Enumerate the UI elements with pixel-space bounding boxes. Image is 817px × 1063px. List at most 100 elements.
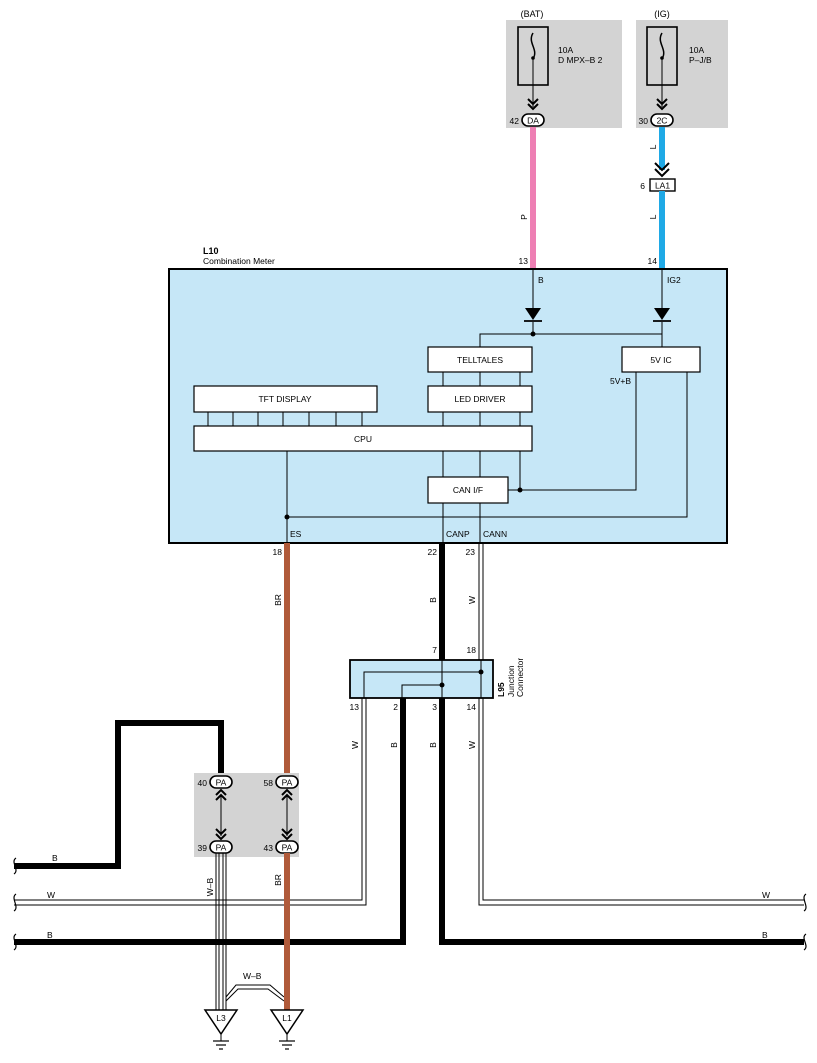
- ground-l1: L1: [269, 1009, 305, 1050]
- block-led-driver: [427, 385, 533, 413]
- meter-id: L10: [203, 246, 219, 256]
- ground-l3-triangle-icon: [203, 1009, 239, 1036]
- connector-pa-58-pin: 58: [264, 778, 274, 788]
- ground-l3: L3: [203, 1009, 239, 1050]
- fuse-box-ig: (IG) 10A P–J/B 2C 30: [636, 9, 728, 128]
- block-cpu: [193, 425, 533, 452]
- block-telltales: [427, 346, 533, 373]
- block-can-if-label: CAN I/F: [453, 485, 483, 495]
- diode-ig2-icon: [653, 308, 671, 322]
- wire-label-b-l95-2: B: [389, 742, 399, 748]
- wire-white-black-jumper: [225, 984, 285, 1002]
- junction-dot: [284, 514, 290, 520]
- wire-label-br-lower: BR: [273, 874, 283, 886]
- l95-id: L95: [496, 682, 506, 697]
- l95-pin-18: 18: [467, 645, 477, 655]
- connector-da: [521, 113, 545, 127]
- l95-pin-14: 14: [467, 702, 477, 712]
- block-tft-display-label: TFT DISPLAY: [258, 394, 311, 404]
- la1-arrow-icon: [654, 162, 670, 178]
- wire-black-l95-3: [439, 698, 804, 945]
- wire-label-w-l95-14: W: [467, 741, 477, 749]
- fuse-ig-header: (IG): [654, 9, 670, 19]
- connector-pa-43-label: PA: [282, 843, 293, 853]
- connector-pa-40-label: PA: [216, 778, 227, 788]
- wire-black-l95-2: [14, 698, 406, 945]
- meter-label-cann: CANN: [483, 529, 507, 539]
- l95-name-line1: Junction: [506, 665, 516, 697]
- junction-dot: [530, 331, 536, 337]
- meter-label-canp: CANP: [446, 529, 470, 539]
- wire-label-p: P: [519, 214, 529, 220]
- fuse-ig-dot: [660, 56, 664, 60]
- wire-break-marks: [13, 857, 807, 951]
- connector-pa-40-pin: 40: [198, 778, 208, 788]
- block-can-if: [427, 476, 509, 504]
- fuse-bat-header: (BAT): [521, 9, 544, 19]
- wire-label-br-upper: BR: [273, 594, 283, 606]
- junction-dot: [478, 669, 484, 675]
- block-5v-ic: [621, 346, 701, 373]
- wire-label-b-left-loop: B: [52, 853, 58, 863]
- wire-label-wb-vertical: W–B: [205, 877, 215, 896]
- block-led-driver-label: LED DRIVER: [454, 394, 505, 404]
- meter-pin-canp: 22: [428, 547, 438, 557]
- connector-pa-58-label: PA: [282, 778, 293, 788]
- l95-internal-wiring: [363, 660, 482, 698]
- meter-pin-b: 13: [519, 256, 529, 266]
- l95-pin-2: 2: [393, 702, 398, 712]
- wire-label-b-bus-right: B: [762, 930, 768, 940]
- meter-name: Combination Meter: [203, 256, 275, 266]
- l95-pin-3: 3: [432, 702, 437, 712]
- wire-label-l-upper: L: [648, 144, 658, 149]
- connector-pa-43-pin: 43: [264, 843, 274, 853]
- fuse-ig-amps: 10A: [689, 45, 704, 55]
- connector-2c: [650, 113, 674, 127]
- junction-connector-l95: [349, 659, 494, 699]
- meter-label-b: B: [538, 275, 544, 285]
- wire-white-l95-14: [478, 698, 804, 906]
- wire-label-b-bus-left: B: [47, 930, 53, 940]
- wire-label-b-l95-3: B: [428, 742, 438, 748]
- connector-2c-label: 2C: [657, 116, 668, 126]
- block-tft-display: [193, 385, 378, 413]
- junction-dot: [439, 682, 445, 688]
- l95-pin-13: 13: [350, 702, 360, 712]
- wire-label-w-cann: W: [467, 596, 477, 604]
- connector-da-label: DA: [527, 116, 539, 126]
- connector-la1-label: LA1: [655, 181, 670, 191]
- meter-label-ig2: IG2: [667, 275, 681, 285]
- ground-l3-label: L3: [216, 1013, 226, 1023]
- wire-label-w-bus-left: W: [47, 890, 55, 900]
- label-5v-b: 5V+B: [610, 376, 631, 386]
- wire-label-w-bus-right: W: [762, 890, 770, 900]
- diode-b-icon: [524, 308, 542, 322]
- connector-pa-39-pin: 39: [198, 843, 208, 853]
- fuse-box-bat: (BAT) 10A D MPX–B 2 DA 42: [506, 9, 622, 128]
- connector-la1-pin: 6: [640, 181, 645, 191]
- block-cpu-label: CPU: [354, 434, 372, 444]
- junction-dot: [517, 487, 523, 493]
- wire-white-l95-13: [14, 698, 367, 906]
- block-5v-ic-label: 5V IC: [650, 355, 671, 365]
- connector-pa-58: [275, 775, 299, 789]
- wire-label-l-lower: L: [648, 214, 658, 219]
- meter-label-es: ES: [290, 529, 302, 539]
- l95-name-line2: Connector: [515, 658, 525, 697]
- ground-l1-triangle-icon: [269, 1009, 305, 1036]
- meter-pin-ig2: 14: [648, 256, 658, 266]
- fuse-bat-name: D MPX–B 2: [558, 55, 603, 65]
- fuse-bat-dot: [531, 56, 535, 60]
- fuse-ig-name: P–J/B: [689, 55, 712, 65]
- meter-pin-es: 18: [273, 547, 283, 557]
- ground-l1-label: L1: [282, 1013, 292, 1023]
- wire-label-w-l95: W: [350, 741, 360, 749]
- block-telltales-label: TELLTALES: [457, 355, 503, 365]
- meter-internal-wiring: [207, 270, 688, 543]
- wire-white-black-l3: [215, 853, 227, 1010]
- connector-2c-pin: 30: [639, 116, 649, 126]
- wire-label-wb-horizontal: W–B: [243, 971, 262, 981]
- connector-pa-40: [209, 775, 233, 789]
